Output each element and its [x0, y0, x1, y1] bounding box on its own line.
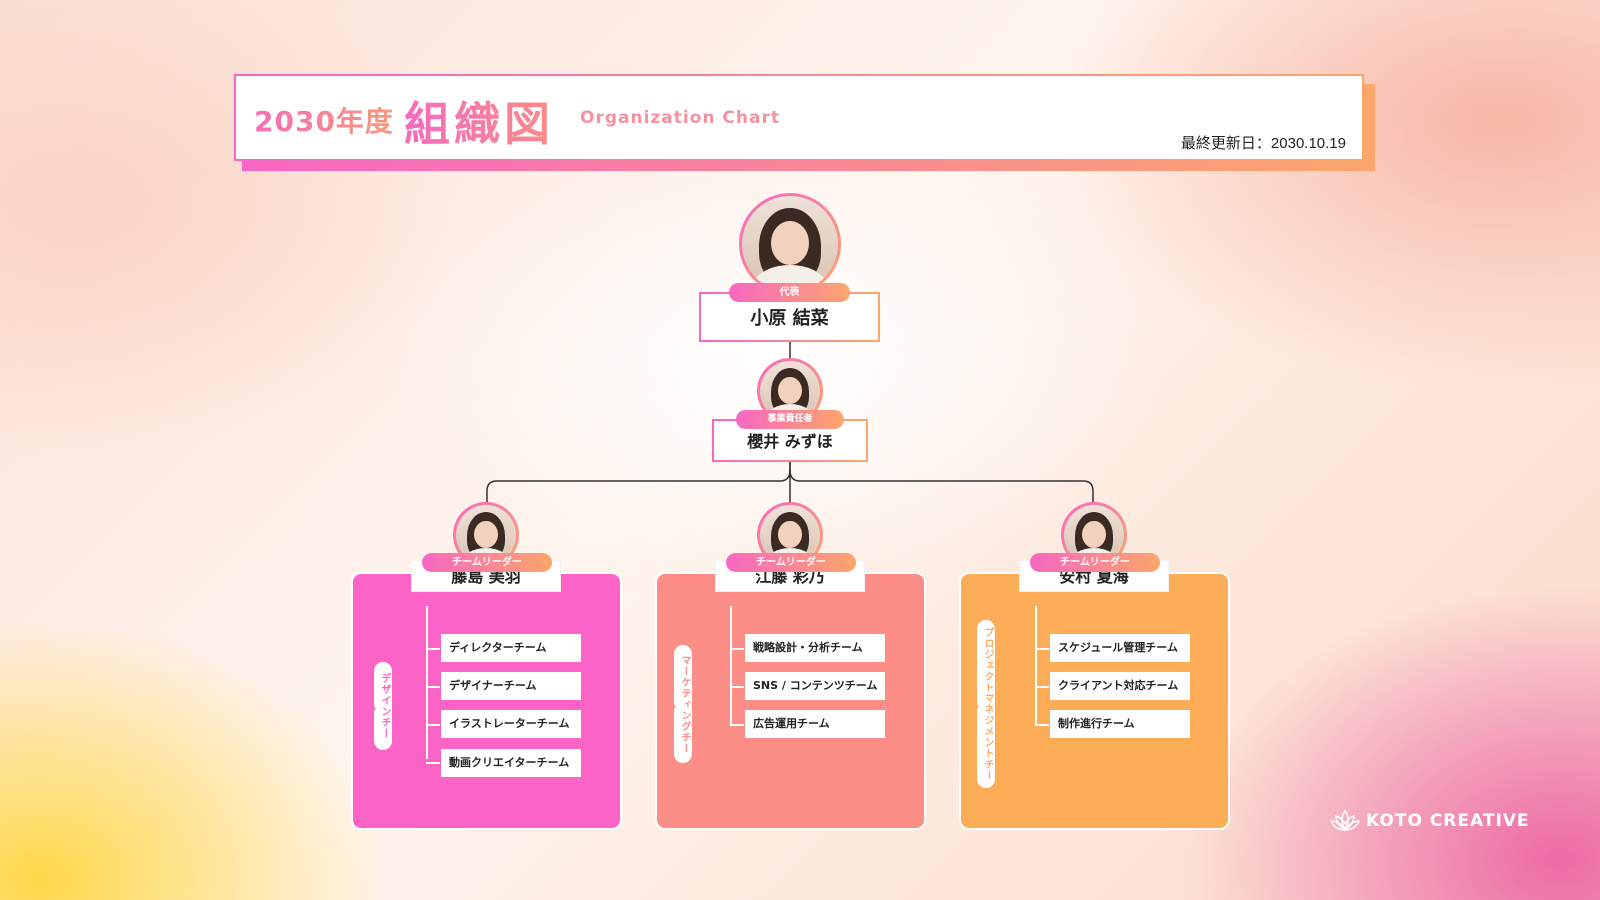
- last-updated-date: 最終更新日：2030.10.19: [1180, 135, 1346, 152]
- pm-tree-branch: [1035, 724, 1049, 726]
- marketing-team-panel: [655, 572, 926, 830]
- title-year: 2030年度: [254, 100, 394, 140]
- manager-name: 櫻井 みずほ: [747, 432, 833, 451]
- marketing-leader-role-pill: チームリーダー: [726, 553, 856, 572]
- title-banner: 2030年度 組織図 Organization Chart 最終更新日：2030…: [234, 74, 1364, 161]
- design-tree-branch: [426, 724, 440, 726]
- subteam-box: 動画クリエイターチーム: [441, 749, 581, 777]
- brand-logo: KOTO CREATIVE: [1330, 808, 1530, 834]
- subteam-box: デザイナーチーム: [441, 672, 581, 700]
- ceo-role-pill: 代表: [729, 283, 850, 302]
- connector-to-design: [486, 462, 791, 502]
- pm-team-panel: [959, 572, 1230, 830]
- pm-tree-branch: [1035, 686, 1049, 688]
- marketing-tree-branch: [730, 648, 744, 650]
- design-team-panel: [351, 572, 622, 830]
- design-tree-branch: [426, 762, 440, 764]
- brand-name: KOTO CREATIVE: [1366, 811, 1530, 831]
- subteam-box: スケジュール管理チーム: [1050, 634, 1190, 662]
- marketing-tree-branch: [730, 686, 744, 688]
- design-leader-role-pill: チームリーダー: [422, 553, 552, 572]
- design-tree-branch: [426, 648, 440, 650]
- subteam-box: 広告運用チーム: [745, 710, 885, 738]
- marketing-tree-branch: [730, 724, 744, 726]
- subteam-box: ディレクターチーム: [441, 634, 581, 662]
- pm-team-label: プロジェクトマネジメントチーム: [967, 620, 995, 788]
- page-title-english: Organization Chart: [580, 108, 780, 128]
- subteam-box: SNS / コンテンツチーム: [745, 672, 885, 700]
- pm-tree-trunk: [1035, 606, 1037, 724]
- connector-to-pm: [789, 462, 1094, 502]
- design-tree-branch: [426, 686, 440, 688]
- manager-role-pill: 事業責任者: [736, 410, 844, 429]
- pm-tree-branch: [1035, 648, 1049, 650]
- subteam-box: 制作進行チーム: [1050, 710, 1190, 738]
- ceo-name: 小原 結菜: [750, 308, 829, 329]
- lotus-logo-icon: [1330, 809, 1360, 831]
- design-team-label: デザインチーム: [364, 662, 392, 750]
- subteam-box: クライアント対応チーム: [1050, 672, 1190, 700]
- page-title: 組織図: [404, 88, 554, 154]
- design-tree-trunk: [426, 606, 428, 759]
- ceo-avatar: [739, 193, 841, 295]
- marketing-team-label: マーケティングチーム: [664, 645, 692, 763]
- subteam-box: 戦略設計・分析チーム: [745, 634, 885, 662]
- pm-leader-role-pill: チームリーダー: [1030, 553, 1160, 572]
- marketing-tree-trunk: [730, 606, 732, 724]
- subteam-box: イラストレーターチーム: [441, 710, 581, 738]
